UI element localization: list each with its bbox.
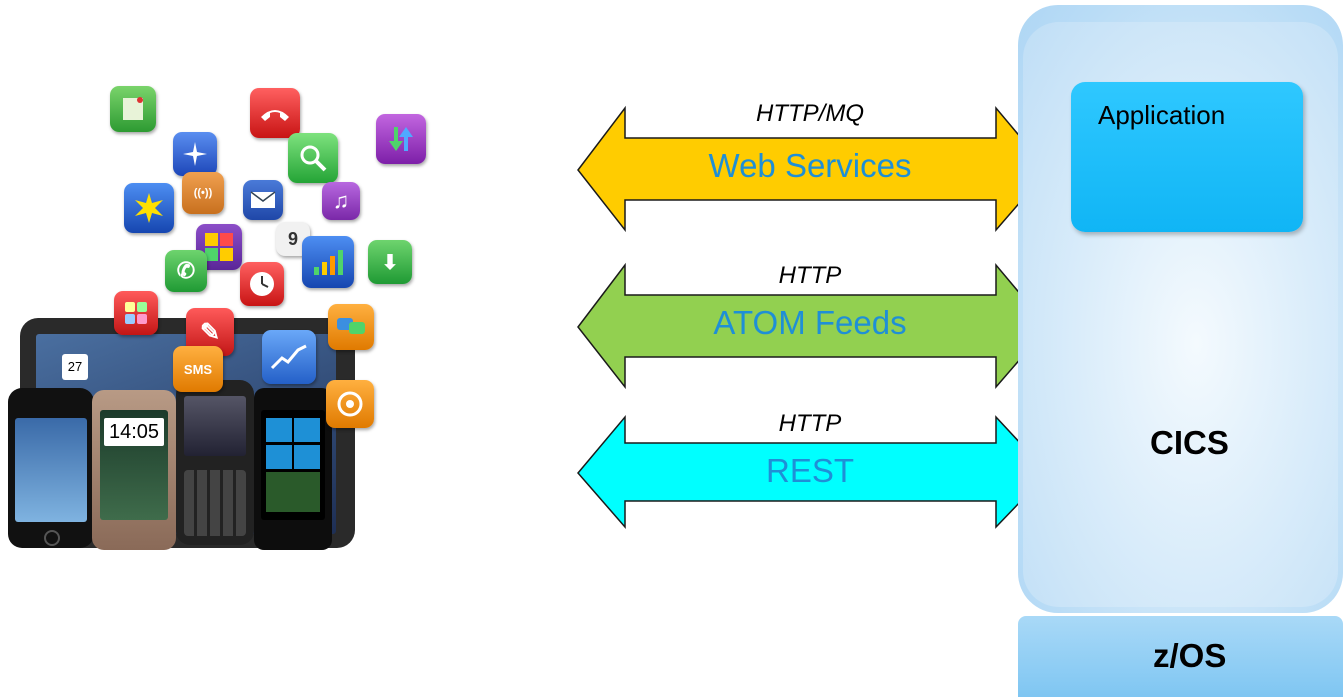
sms-badge-label: SMS <box>183 361 213 377</box>
search-icon <box>288 133 338 183</box>
atom-feeds-label: ATOM Feeds <box>713 304 907 341</box>
phone-icon <box>250 88 300 138</box>
web-services-protocol-label: HTTP/MQ <box>756 100 864 127</box>
web-services-label: Web Services <box>708 147 912 184</box>
application-label: Application <box>1098 100 1226 130</box>
note-icon <box>110 86 156 132</box>
line-chart-icon <box>262 330 316 384</box>
application-box <box>1071 82 1303 232</box>
cics-label: CICS <box>1150 424 1229 461</box>
music-icon: ♫ <box>322 182 360 220</box>
mobile-devices-illustration: 27 14:05 ((•)) <box>0 0 430 560</box>
htc-phone-device: 14:05 <box>92 390 176 550</box>
camera-icon <box>326 380 374 428</box>
download-upload-icon <box>376 114 426 164</box>
mail-icon <box>243 180 283 220</box>
compass-icon <box>173 132 217 176</box>
apps-icon <box>114 291 158 335</box>
sun-icon <box>124 183 174 233</box>
call-icon: ✆ <box>165 250 207 292</box>
phone-clock-label: 14:05 <box>104 418 164 446</box>
windows-phone-device <box>254 388 332 550</box>
sms-icon: SMS <box>173 346 223 392</box>
atom-feeds-protocol-label: HTTP <box>778 262 842 289</box>
bar-chart-icon <box>302 236 354 288</box>
blackberry-device <box>176 380 254 545</box>
rest-protocol-label: HTTP <box>778 410 842 437</box>
chat-icon <box>328 304 374 350</box>
clock-icon <box>240 262 284 306</box>
zos-box <box>1018 616 1343 697</box>
wireless-icon: ((•)) <box>182 172 224 214</box>
iphone-device <box>8 388 94 548</box>
zos-label: z/OS <box>1153 637 1227 674</box>
calendar-day-label: 27 <box>62 354 88 380</box>
download-icon: ⬇ <box>368 240 412 284</box>
rest-label: REST <box>765 452 854 489</box>
